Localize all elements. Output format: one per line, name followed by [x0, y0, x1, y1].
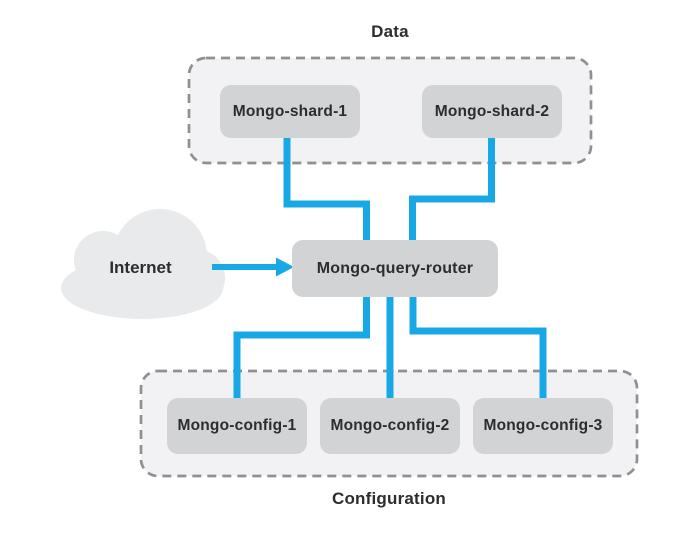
node-mongo-config-3: Mongo-config-3 — [473, 398, 613, 454]
node-label: Mongo-shard-1 — [232, 102, 348, 120]
node-label: Mongo-config-3 — [483, 417, 603, 434]
node-mongo-query-router: Mongo-query-router — [292, 240, 498, 297]
node-mongo-config-1: Mongo-config-1 — [167, 398, 307, 454]
connector-router-config1 — [233, 296, 370, 400]
node-mongo-shard-2: Mongo-shard-2 — [422, 85, 562, 138]
arrow-internet-to-router — [212, 257, 294, 277]
node-mongo-shard-1: Mongo-shard-1 — [220, 85, 360, 138]
connector-router-config3 — [409, 296, 547, 400]
internet-label: Internet — [109, 258, 172, 277]
node-label: Mongo-config-2 — [330, 417, 450, 434]
node-label: Mongo-query-router — [316, 259, 474, 277]
internet-cloud-icon — [61, 209, 225, 319]
node-label: Mongo-shard-2 — [434, 102, 550, 120]
data-group-label: Data — [371, 22, 409, 41]
connector-shard1-router — [283, 137, 370, 242]
connector-shard2-router — [409, 137, 495, 242]
configuration-group-label: Configuration — [331, 489, 447, 508]
node-label: Mongo-config-1 — [177, 417, 297, 434]
node-mongo-config-2: Mongo-config-2 — [320, 398, 460, 454]
